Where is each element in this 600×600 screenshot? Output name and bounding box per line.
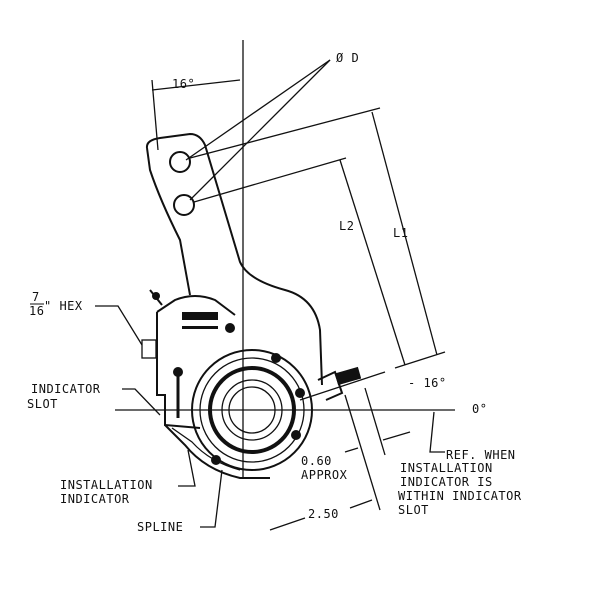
angle-top-ext: [151, 79, 159, 151]
zero-label: 0°: [472, 402, 487, 416]
ref-label-1: REF. WHEN: [446, 448, 516, 462]
l-ext-bottom: [394, 351, 446, 369]
hub-gear: [208, 366, 296, 454]
indicator-slot-leader: [122, 388, 161, 416]
installation-indicator-outline: [164, 424, 270, 479]
bolt-3: [291, 430, 301, 440]
dim-250-ext: [344, 394, 381, 511]
hex-fraction-den: 16: [29, 304, 44, 318]
arm-outline-right: [145, 132, 323, 386]
diameter-leader-1: [185, 59, 331, 161]
grease-fitting-head: [152, 292, 160, 300]
nameplate: [182, 312, 218, 320]
spline-bore: [228, 386, 276, 434]
installation-indicator-label-2: INDICATOR: [60, 492, 130, 506]
indicator-slot-label-2: SLOT: [27, 397, 58, 411]
bolt-2: [295, 388, 305, 398]
hex-nut: [141, 339, 157, 359]
installation-indicator-label-1: INSTALLATION: [60, 478, 153, 492]
diameter-label: Ø D: [336, 51, 359, 65]
spline-label: SPLINE: [137, 520, 183, 534]
ref-label-3: INDICATOR IS: [400, 475, 493, 489]
spline-leader: [200, 469, 223, 528]
angle-top-label: 16°: [172, 77, 195, 91]
hex-label: " HEX: [44, 299, 83, 313]
ref-label-5: SLOT: [398, 503, 429, 517]
ref-label-4: WITHIN INDICATOR: [398, 489, 522, 503]
indicator-slot-label-1: INDICATOR: [31, 382, 101, 396]
dim-250-label: 2.50: [308, 507, 339, 521]
hole-lower: [173, 194, 195, 216]
dim-060-arrow-2: [382, 431, 411, 441]
hub-outer: [191, 349, 313, 471]
bolt-5: [225, 323, 235, 333]
diameter-leader-2: [189, 59, 331, 201]
l2-ext-top: [193, 157, 347, 203]
hex-fraction-num: 7: [32, 290, 40, 304]
angle-top-dim: [151, 79, 241, 91]
l2-label: L2: [339, 219, 354, 233]
l2-dim-line: [339, 159, 406, 366]
l1-ext-top: [189, 107, 381, 159]
approx-value-label: 0.60: [301, 454, 332, 468]
hub-ring: [199, 357, 305, 463]
housing-left: [156, 312, 201, 429]
bolt-4: [211, 455, 221, 465]
dim-060-ext: [364, 387, 386, 456]
arm-outline-left: [146, 147, 191, 296]
hub-inner: [221, 379, 283, 441]
dim-060-arrow: [344, 447, 359, 453]
bolt-1: [271, 353, 281, 363]
minus-16-label: - 16°: [408, 376, 447, 390]
dim-250-arrow-right: [349, 499, 373, 509]
nameplate-line: [182, 326, 218, 329]
installation-indicator-leader: [178, 449, 196, 487]
hex-leader: [95, 305, 143, 346]
minus-16-line: [299, 371, 386, 401]
ref-leader: [429, 411, 445, 453]
l1-label: L1: [393, 226, 408, 240]
dim-250-arrow-left: [269, 517, 306, 531]
worm-shaft-hex: [334, 366, 362, 386]
ref-label-2: INSTALLATION: [400, 461, 493, 475]
l1-dim-line: [371, 111, 438, 356]
hole-upper: [169, 151, 191, 173]
housing-top: [156, 295, 236, 316]
approx-label: APPROX: [301, 468, 348, 482]
